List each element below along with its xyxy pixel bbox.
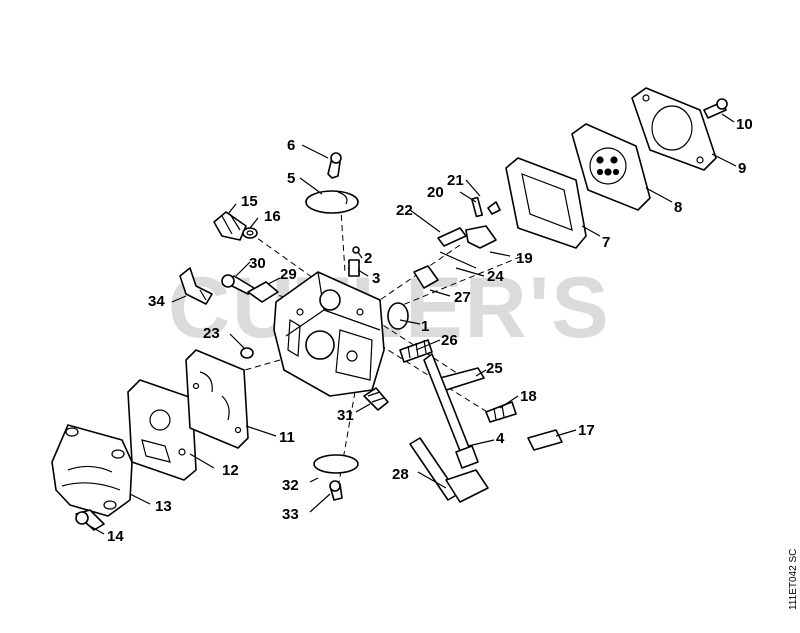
callout-11: 11 [279, 429, 295, 446]
needle-part-22 [437, 227, 467, 247]
pin-part-20 [470, 196, 484, 218]
spring-part-31 [363, 387, 389, 411]
bracket-part-29 [247, 281, 279, 303]
callout-25: 25 [486, 360, 503, 377]
callout-12: 12 [222, 462, 239, 479]
callout-16: 16 [264, 208, 281, 225]
callout-2: 2 [364, 250, 372, 267]
callout-32: 32 [282, 477, 299, 494]
callout-26: 26 [441, 332, 458, 349]
carburetor-body [273, 271, 385, 397]
needle-part-25 [439, 367, 485, 391]
gasket-part-7 [505, 157, 587, 249]
disc-part-32 [313, 454, 359, 474]
callout-18: 18 [520, 388, 537, 405]
plug-part-27 [413, 265, 439, 289]
callout-27: 27 [454, 289, 471, 306]
callout-33: 33 [282, 506, 299, 523]
callout-6: 6 [287, 137, 295, 154]
ring-part-16 [242, 227, 258, 239]
cover-plate-part-9 [631, 87, 717, 171]
screw-part-6 [327, 152, 342, 179]
diaphragm-part-8 [571, 123, 651, 211]
document-reference: 111ET042 SC [788, 549, 799, 610]
callout-1: 1 [421, 318, 429, 335]
callout-24: 24 [487, 268, 504, 285]
callout-19: 19 [516, 250, 533, 267]
callout-30: 30 [249, 255, 266, 272]
callout-4: 4 [496, 430, 505, 447]
callout-10: 10 [736, 116, 753, 133]
gasket-part-12 [127, 379, 197, 481]
plate-part-11 [185, 349, 249, 449]
screw-part-33 [329, 480, 343, 501]
ball-part-2 [352, 246, 360, 254]
callout-3: 3 [372, 270, 380, 287]
callout-7: 7 [602, 234, 610, 251]
callout-14: 14 [107, 528, 124, 545]
screw-part-14 [75, 509, 105, 531]
callout-22: 22 [396, 202, 413, 219]
watermark: CUTLER'S [168, 260, 611, 356]
shaft-part-4 [423, 353, 479, 469]
o-ring-part-1 [387, 302, 409, 330]
lever-part-19 [465, 225, 497, 249]
spring-part-18 [485, 401, 517, 423]
callout-8: 8 [674, 199, 682, 216]
callout-31: 31 [337, 407, 354, 424]
needle-part-17 [527, 429, 563, 451]
callouts: 6 5 15 16 21 20 22 19 2 3 30 29 24 27 34… [107, 116, 753, 545]
callout-17: 17 [578, 422, 595, 439]
callout-13: 13 [155, 498, 172, 515]
cover-part-13 [51, 424, 133, 517]
fitting-part-15 [213, 211, 247, 241]
callout-21: 21 [447, 172, 464, 189]
screw-part-21 [487, 201, 501, 215]
callout-34: 34 [148, 293, 165, 310]
plug-part-23 [240, 347, 254, 359]
callout-9: 9 [738, 160, 746, 177]
elbow-fitting-part-34 [179, 267, 213, 305]
disc-part-5 [305, 190, 359, 214]
spring-part-3 [348, 259, 360, 277]
callout-20: 20 [427, 184, 444, 201]
shaft-part-28 [409, 437, 489, 503]
spring-part-24 [439, 251, 477, 269]
callout-5: 5 [287, 170, 295, 187]
leader-lines [89, 113, 737, 535]
callout-23: 23 [203, 325, 220, 342]
callout-29: 29 [280, 266, 297, 283]
callout-28: 28 [392, 466, 409, 483]
screw-part-10 [703, 98, 728, 119]
callout-15: 15 [241, 193, 258, 210]
